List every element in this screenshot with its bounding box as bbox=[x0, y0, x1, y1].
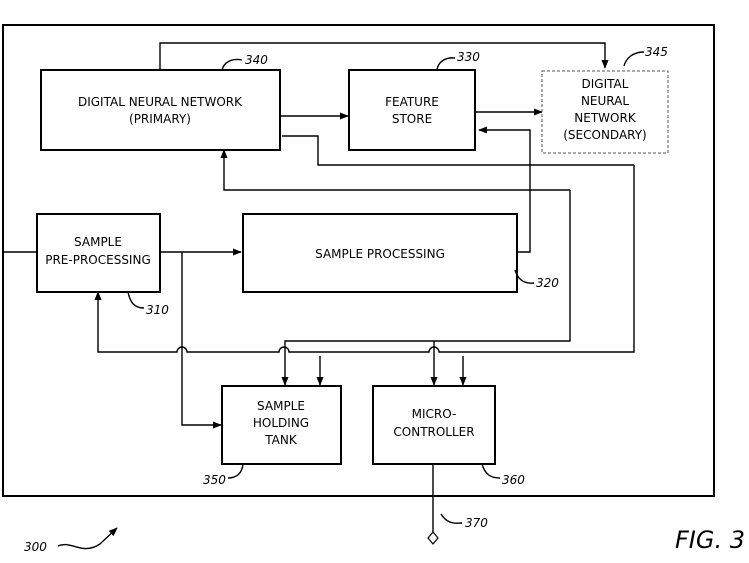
ref-345: 345 bbox=[645, 45, 668, 59]
link-feedback-primary-2 bbox=[220, 149, 570, 191]
dnn-secondary-label-2: NEURAL bbox=[581, 94, 629, 108]
holding-tank-label-3: TANK bbox=[264, 433, 298, 447]
ref-360: 360 bbox=[502, 473, 525, 487]
feature-store-label-2: STORE bbox=[392, 112, 432, 126]
terminal-370 bbox=[427, 531, 439, 545]
figure-label: FIG. 3 bbox=[675, 526, 745, 554]
block-holding-tank bbox=[221, 385, 342, 465]
link-processing-featurestore bbox=[478, 126, 531, 253]
link-primary-secondary bbox=[156, 42, 609, 79]
block-dnn-primary bbox=[40, 69, 281, 151]
leader-345 bbox=[623, 51, 645, 67]
link-secondary-loop bbox=[282, 135, 634, 166]
dnn-secondary-label-1: DIGITAL bbox=[582, 77, 629, 91]
micro-controller-label-1: MICRO- bbox=[412, 407, 457, 421]
leader-320 bbox=[514, 269, 535, 284]
ref-340: 340 bbox=[245, 53, 268, 67]
leader-340 bbox=[221, 58, 243, 71]
dnn-secondary-label-3: NETWORK bbox=[574, 111, 637, 125]
leader-300 bbox=[57, 527, 118, 550]
ref-370: 370 bbox=[465, 516, 488, 530]
feature-store-label-1: FEATURE bbox=[385, 95, 439, 109]
block-micro-controller bbox=[372, 385, 496, 465]
block-pre-processing bbox=[36, 213, 161, 293]
ref-310: 310 bbox=[146, 303, 169, 317]
link-preprocessing-tank bbox=[181, 252, 222, 429]
link-feedback-primary bbox=[281, 190, 571, 386]
dnn-primary-label-1: DIGITAL NEURAL NETWORK bbox=[78, 95, 243, 109]
ref-300: 300 bbox=[24, 540, 47, 554]
system-boundary bbox=[2, 24, 715, 497]
sample-processing-label: SAMPLE PROCESSING bbox=[315, 247, 445, 261]
leader-350 bbox=[227, 463, 244, 479]
leader-360 bbox=[481, 463, 501, 479]
micro-controller-label-2: CONTROLLER bbox=[393, 425, 474, 439]
leader-330 bbox=[436, 57, 456, 71]
ref-330: 330 bbox=[457, 50, 480, 64]
ref-320: 320 bbox=[536, 276, 559, 290]
block-sample-processing bbox=[242, 213, 518, 293]
link-feedback-preprocessing bbox=[94, 165, 635, 353]
block-dnn-secondary bbox=[541, 70, 669, 154]
holding-tank-label-1: SAMPLE bbox=[257, 399, 305, 413]
block-feature-store bbox=[348, 69, 476, 151]
holding-tank-label-2: HOLDING bbox=[253, 416, 309, 430]
leader-370 bbox=[440, 513, 463, 524]
ref-350: 350 bbox=[203, 473, 226, 487]
pre-processing-label-1: SAMPLE bbox=[74, 235, 122, 249]
pre-processing-label-2: PRE-PROCESSING bbox=[45, 253, 151, 267]
dnn-primary-label-2: (PRIMARY) bbox=[129, 112, 191, 126]
leader-310 bbox=[127, 291, 145, 309]
dnn-secondary-label-4: (SECONDARY) bbox=[563, 128, 647, 142]
